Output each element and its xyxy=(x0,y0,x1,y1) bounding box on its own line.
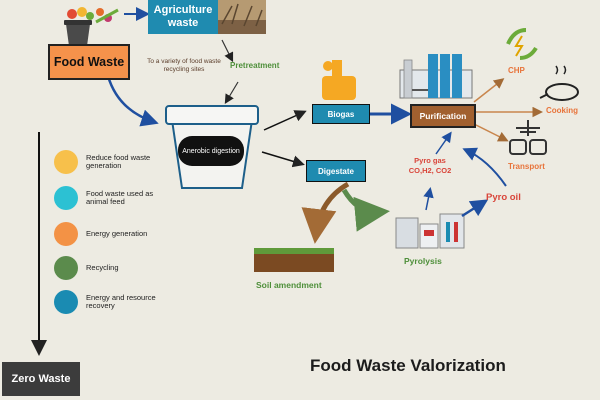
soil-strip-icon xyxy=(254,248,334,272)
anaerobic-digestion-label: Anerobic digestion xyxy=(182,147,240,155)
legend-dot-recycling xyxy=(54,256,78,280)
arrow-pyrolysis-to-pyrooil xyxy=(461,199,489,218)
purification-label: Purification xyxy=(419,111,467,121)
legend-label: Food waste used as animal feed xyxy=(86,188,154,206)
arrow-digestate-to-soil xyxy=(301,181,350,244)
agriculture-waste-box: Agriculture waste xyxy=(148,0,218,34)
pyrolysis-label: Pyrolysis xyxy=(404,256,442,266)
legend-dot-reduce xyxy=(54,150,78,174)
arrow-pyrogas-to-purification xyxy=(435,131,452,155)
food-waste-label: Food Waste xyxy=(53,55,125,69)
chp-icon xyxy=(506,28,538,60)
purification-box: Purification xyxy=(410,104,476,128)
biogas-box: Biogas xyxy=(312,104,370,124)
legend-item: Reduce food waste generation xyxy=(54,150,166,174)
legend-dot-recovery xyxy=(54,290,78,314)
pretreatment-label: Pretreatment xyxy=(230,61,280,70)
arrow-pyrooil-to-purification xyxy=(462,147,507,187)
legend-label: Recycling xyxy=(86,262,119,272)
recycling-note: To a variety of food waste recycling sit… xyxy=(147,58,221,73)
food-waste-box: Food Waste xyxy=(48,44,130,80)
anaerobic-digestion-box: Anerobic digestion xyxy=(178,136,244,166)
arrow-purification-to-transport xyxy=(473,123,509,142)
food-waste-bin-icon xyxy=(64,7,119,46)
transport-label: Transport xyxy=(508,162,545,171)
pyro-oil-label: Pyro oil xyxy=(486,192,521,203)
agriculture-waste-label: Agriculture waste xyxy=(153,4,213,29)
pyro-gas-label: Pyro gas CO,H2, CO2 xyxy=(408,156,452,175)
chp-label: CHP xyxy=(508,66,525,75)
soil-amendment-label: Soil amendment xyxy=(256,280,322,290)
arrow-agri-to-pretreatment xyxy=(221,39,234,63)
legend-label: Energy generation xyxy=(86,228,148,238)
legend-item: Recycling xyxy=(54,256,166,280)
transport-icon xyxy=(509,120,547,155)
arrow-digester-to-biogas xyxy=(263,110,307,131)
legend-dot-energy xyxy=(54,222,78,246)
agriculture-photo-icon xyxy=(216,0,266,34)
pyrolysis-plant-icon xyxy=(395,213,465,249)
arrow-pyrolysis-to-pyrogas xyxy=(423,187,434,211)
biogas-icon xyxy=(322,60,356,100)
zero-waste-box: Zero Waste xyxy=(2,362,80,396)
legend-label: Reduce food waste generation xyxy=(86,152,151,170)
purification-plant-icon xyxy=(399,54,473,99)
legend-dot-animal-feed xyxy=(54,186,78,210)
arrow-food-to-digester xyxy=(106,75,159,127)
legend-item: Energy and resource recovery xyxy=(54,290,166,314)
legend-item: Food waste used as animal feed xyxy=(54,186,166,210)
digestate-label: Digestate xyxy=(317,166,354,176)
legend-label: Energy and resource recovery xyxy=(86,292,156,310)
diagram-title: Food Waste Valorization xyxy=(310,356,506,375)
legend-item: Energy generation xyxy=(54,222,166,246)
biogas-label: Biogas xyxy=(327,109,355,119)
digestate-box: Digestate xyxy=(306,160,366,182)
cooking-pan-icon xyxy=(539,65,579,101)
arrow-purification-to-chp xyxy=(473,78,505,103)
cooking-label: Cooking xyxy=(546,106,578,115)
arrow-digestate-to-pyrolysis xyxy=(341,188,390,232)
arrow-digester-to-digestate xyxy=(261,151,305,168)
arrow-pretreatment-to-digester xyxy=(224,81,239,105)
zero-waste-label: Zero Waste xyxy=(11,373,71,385)
